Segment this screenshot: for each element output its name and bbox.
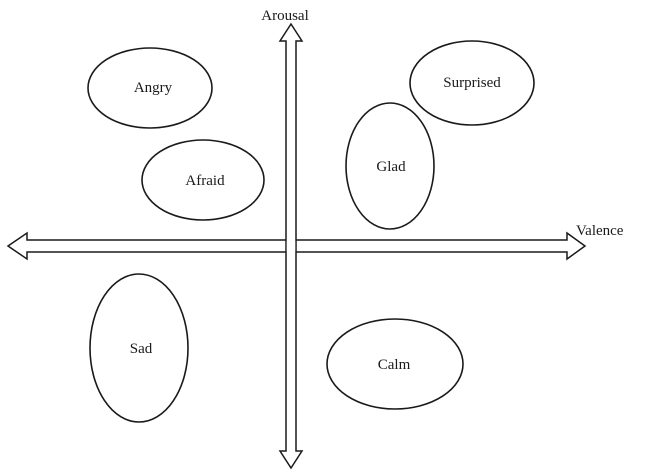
calm-ellipse — [326, 318, 464, 410]
axis-intersection — [286, 240, 296, 252]
emotion-afraid: Afraid — [141, 139, 265, 221]
emotion-calm: Calm — [326, 318, 464, 410]
emotion-sad: Sad — [89, 273, 189, 423]
arousal-axis-label: Arousal — [261, 8, 309, 24]
afraid-ellipse — [141, 139, 265, 221]
calm-label: Calm — [378, 357, 411, 373]
angry-ellipse — [87, 47, 213, 129]
valence-axis-label: Valence — [576, 223, 624, 239]
afraid-label: Afraid — [185, 173, 225, 189]
emotion-surprised: Surprised — [409, 40, 535, 126]
emotion-angry: Angry — [87, 47, 213, 129]
sad-label: Sad — [130, 341, 153, 357]
glad-ellipse — [345, 102, 435, 230]
angry-label: Angry — [134, 80, 173, 96]
surprised-ellipse — [409, 40, 535, 126]
emotion-glad: Glad — [345, 102, 435, 230]
sad-ellipse — [89, 273, 189, 423]
surprised-label: Surprised — [443, 75, 501, 91]
glad-label: Glad — [376, 159, 406, 175]
